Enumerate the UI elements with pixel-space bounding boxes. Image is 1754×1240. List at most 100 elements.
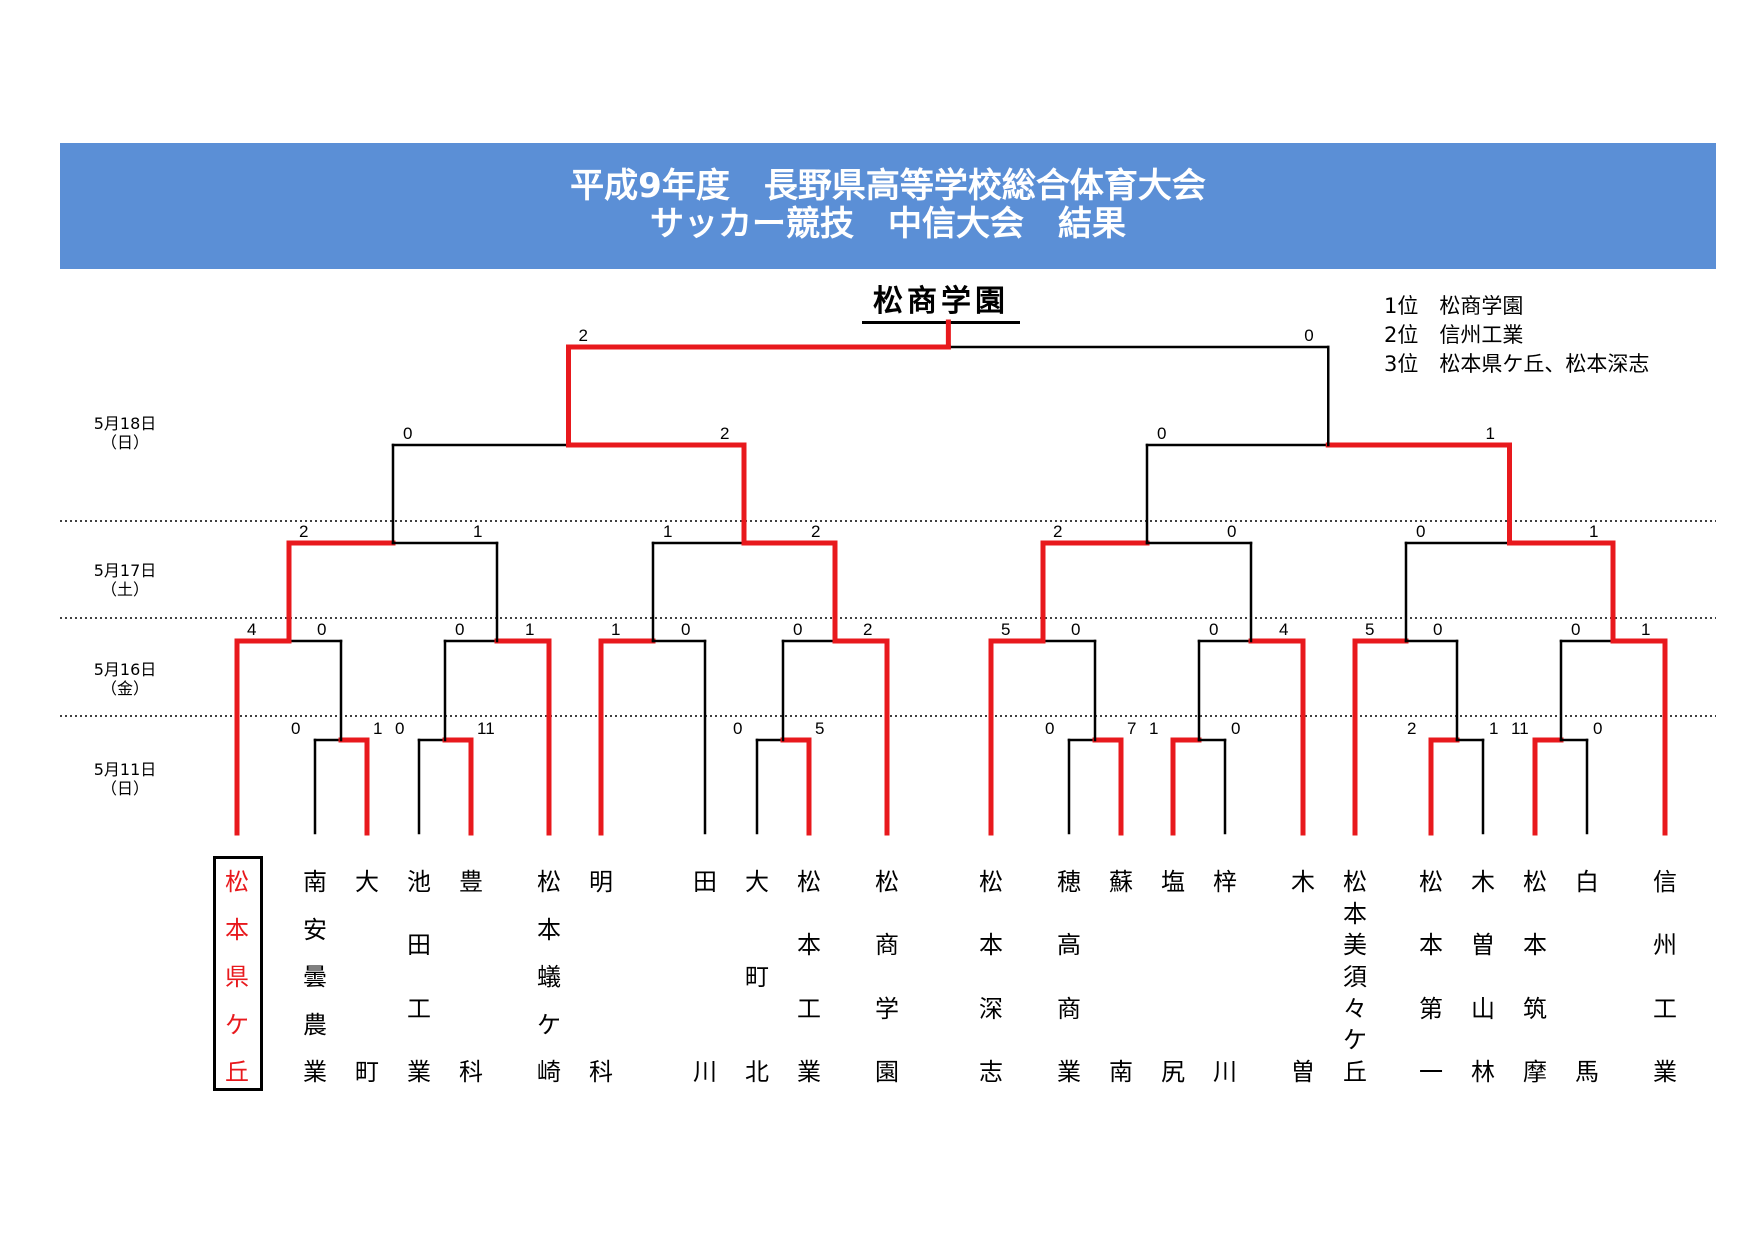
standing-3rd: 3位 松本県ケ丘、松本深志 xyxy=(1384,352,1650,376)
round-label-final-day: 5月18日 （日） xyxy=(80,414,170,452)
team-name-char: 本 xyxy=(225,915,249,944)
score-label: 0 xyxy=(793,620,802,639)
team-name-char: 南 xyxy=(1109,1058,1133,1086)
team-name-char: 山 xyxy=(1471,994,1495,1023)
score-label: 1 xyxy=(611,620,620,639)
score-label: 0 xyxy=(1209,620,1218,639)
score-label: 1 xyxy=(525,620,534,639)
team-name-char: 科 xyxy=(459,1058,483,1086)
score-label: 7 xyxy=(1127,719,1136,738)
champion-name: 松商学園 xyxy=(873,284,1009,319)
score-label: 2 xyxy=(579,326,588,345)
score-label: 2 xyxy=(720,424,729,443)
team-name-char: 業 xyxy=(1057,1058,1081,1086)
team-name-char: 農 xyxy=(303,1010,327,1039)
team-name-char: 大 xyxy=(355,868,379,896)
team-name-char: 松 xyxy=(1419,868,1443,896)
title-banner: 平成9年度 長野県高等学校総合体育大会 サッカー競技 中信大会 結果 xyxy=(60,143,1716,269)
title-line-1: 平成9年度 長野県高等学校総合体育大会 xyxy=(570,166,1206,206)
team-name-char: 業 xyxy=(1653,1058,1677,1086)
round-day: （日） xyxy=(100,433,149,452)
team-name-char: 商 xyxy=(1057,994,1081,1023)
team-name-char: 業 xyxy=(407,1058,431,1086)
team-name-char: 川 xyxy=(693,1058,717,1086)
team-name-char: 本 xyxy=(537,915,561,944)
team-name-char: 安 xyxy=(303,915,327,944)
team-name-char: 州 xyxy=(1653,931,1677,960)
team-name-char: 深 xyxy=(979,994,1003,1023)
team-name-char: 本 xyxy=(1343,899,1367,928)
team-name-char: 池 xyxy=(407,868,431,896)
score-label: 0 xyxy=(1157,424,1166,443)
team-name-char: 業 xyxy=(303,1058,327,1086)
score-label: 2 xyxy=(1407,719,1416,738)
team-name-char: 林 xyxy=(1471,1058,1495,1086)
team-name-char: 馬 xyxy=(1575,1058,1599,1086)
team-name-char: 蟻 xyxy=(537,963,561,991)
score-label: 4 xyxy=(247,620,256,639)
round-label-round-1: 5月11日 （日） xyxy=(80,760,170,798)
team-name-char: 松 xyxy=(797,868,821,896)
team-name-char: 松 xyxy=(979,868,1003,896)
team-name-char: 塩 xyxy=(1161,868,1185,896)
score-label: 0 xyxy=(403,424,412,443)
score-label: 0 xyxy=(1433,620,1442,639)
score-label: 2 xyxy=(299,522,308,541)
team-name-char: 園 xyxy=(875,1058,899,1086)
third-place-highlight-box xyxy=(213,856,263,1091)
score-label: 0 xyxy=(1593,719,1602,738)
team-name-char: 松 xyxy=(1523,868,1547,896)
team-name-char: 尻 xyxy=(1161,1058,1185,1086)
team-name-char: 本 xyxy=(797,931,821,960)
round-day: （金） xyxy=(100,679,149,698)
team-name-char: 梓 xyxy=(1213,868,1237,896)
score-label: 0 xyxy=(1304,326,1313,345)
round-label-quarterfinal: 5月17日 （土） xyxy=(80,561,170,599)
team-name-char: 田 xyxy=(407,931,431,960)
team-name-char: 美 xyxy=(1343,931,1367,960)
champion-underline xyxy=(862,321,1020,324)
score-label: 1 xyxy=(1489,719,1498,738)
team-name-char: 豊 xyxy=(459,868,483,896)
team-name-char: 曽 xyxy=(1291,1058,1315,1086)
team-name-char: 県 xyxy=(225,963,249,991)
round-date: 5月16日 xyxy=(93,660,157,679)
score-label: 1 xyxy=(1486,424,1495,443)
score-label: 5 xyxy=(815,719,824,738)
team-name-char: 工 xyxy=(407,994,431,1023)
team-name-char: 木 xyxy=(1291,868,1315,896)
score-label: 0 xyxy=(291,719,300,738)
score-label: 11 xyxy=(477,719,495,738)
score-label: 0 xyxy=(395,719,404,738)
round-date: 5月18日 xyxy=(93,414,157,433)
round-date: 5月11日 xyxy=(93,760,157,779)
team-name-char: 北 xyxy=(745,1058,769,1086)
team-name-char: 須 xyxy=(1343,963,1367,991)
team-name-char: 高 xyxy=(1057,931,1081,960)
team-name-char: 丘 xyxy=(225,1058,249,1086)
team-name-char: 曽 xyxy=(1471,931,1495,960)
score-label: 5 xyxy=(1365,620,1374,639)
team-name-char: 田 xyxy=(693,868,717,896)
bracket-lines xyxy=(234,319,1668,836)
score-label: 1 xyxy=(1589,522,1598,541)
score-label: 1 xyxy=(473,522,482,541)
team-name-char: 学 xyxy=(875,994,899,1023)
team-name-char: 商 xyxy=(875,931,899,960)
score-label: 2 xyxy=(1053,522,1062,541)
final-standings: 1位 松商学園 2位 信州工業 3位 松本県ケ丘、松本深志 xyxy=(1384,292,1649,379)
team-name-char: 丘 xyxy=(1343,1058,1367,1086)
team-name-char: 大 xyxy=(745,868,769,896)
round-day: （土） xyxy=(100,580,149,599)
score-label: 2 xyxy=(863,620,872,639)
team-name-char: ケ xyxy=(1343,1026,1367,1055)
team-name-char: 南 xyxy=(303,868,327,896)
team-name-char: 白 xyxy=(1575,868,1599,896)
score-label: 0 xyxy=(681,620,690,639)
team-name-char: 工 xyxy=(797,994,821,1023)
team-name-char: 木 xyxy=(1471,868,1495,896)
team-name-char: 志 xyxy=(979,1058,1003,1086)
score-label: 11 xyxy=(1511,719,1529,738)
